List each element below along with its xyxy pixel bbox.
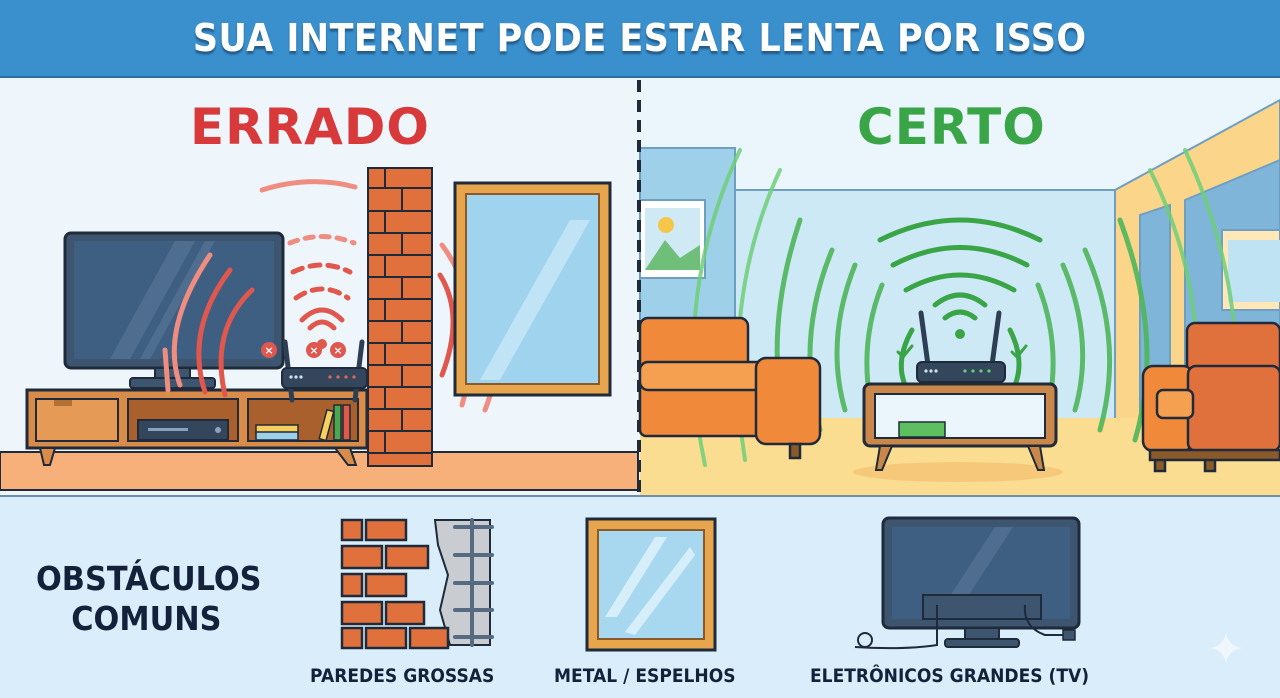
page-title: SUA INTERNET PODE ESTAR LENTA POR ISSO: [193, 16, 1087, 60]
check-icons: [896, 344, 1028, 360]
obstacle-item-walls: PAREDES GROSSAS: [310, 515, 530, 695]
brick-wall-icon: [340, 518, 494, 650]
header-banner: SUA INTERNET PODE ESTAR LENTA POR ISSO: [0, 0, 1280, 78]
obstacle-label-walls: PAREDES GROSSAS: [310, 665, 495, 687]
obstacle-item-mirror: METAL / ESPELHOS: [554, 515, 770, 695]
obstacle-label-mirror: METAL / ESPELHOS: [554, 665, 736, 687]
svg-text:×: ×: [333, 344, 342, 357]
panel-divider: [637, 80, 641, 495]
sparkle-icon: [1210, 632, 1242, 664]
obstacles-title-line2: COMUNS: [71, 599, 222, 638]
blocked-x-icons: × × ×: [261, 342, 346, 358]
svg-text:×: ×: [309, 344, 318, 357]
scene-illustration: × × ×: [0, 80, 1280, 495]
mirror-icon: [585, 517, 717, 652]
obstacle-label-tv: ELETRÔNICOS GRANDES (TV): [810, 665, 1090, 687]
tv-icon: [854, 516, 1081, 650]
right-label: CERTO: [857, 98, 1046, 156]
obstacles-title-line1: OBSTÁCULOS: [36, 559, 262, 598]
comparison-scene: × × ×: [0, 80, 1280, 495]
wrong-label: ERRADO: [190, 98, 430, 156]
obstacles-title: OBSTÁCULOS COMUNS: [36, 559, 262, 639]
obstacles-panel: OBSTÁCULOS COMUNS PAREDES GROSSAS: [0, 495, 1280, 698]
obstacle-item-tv: ELETRÔNICOS GRANDES (TV): [810, 515, 1130, 695]
svg-text:×: ×: [264, 344, 273, 357]
